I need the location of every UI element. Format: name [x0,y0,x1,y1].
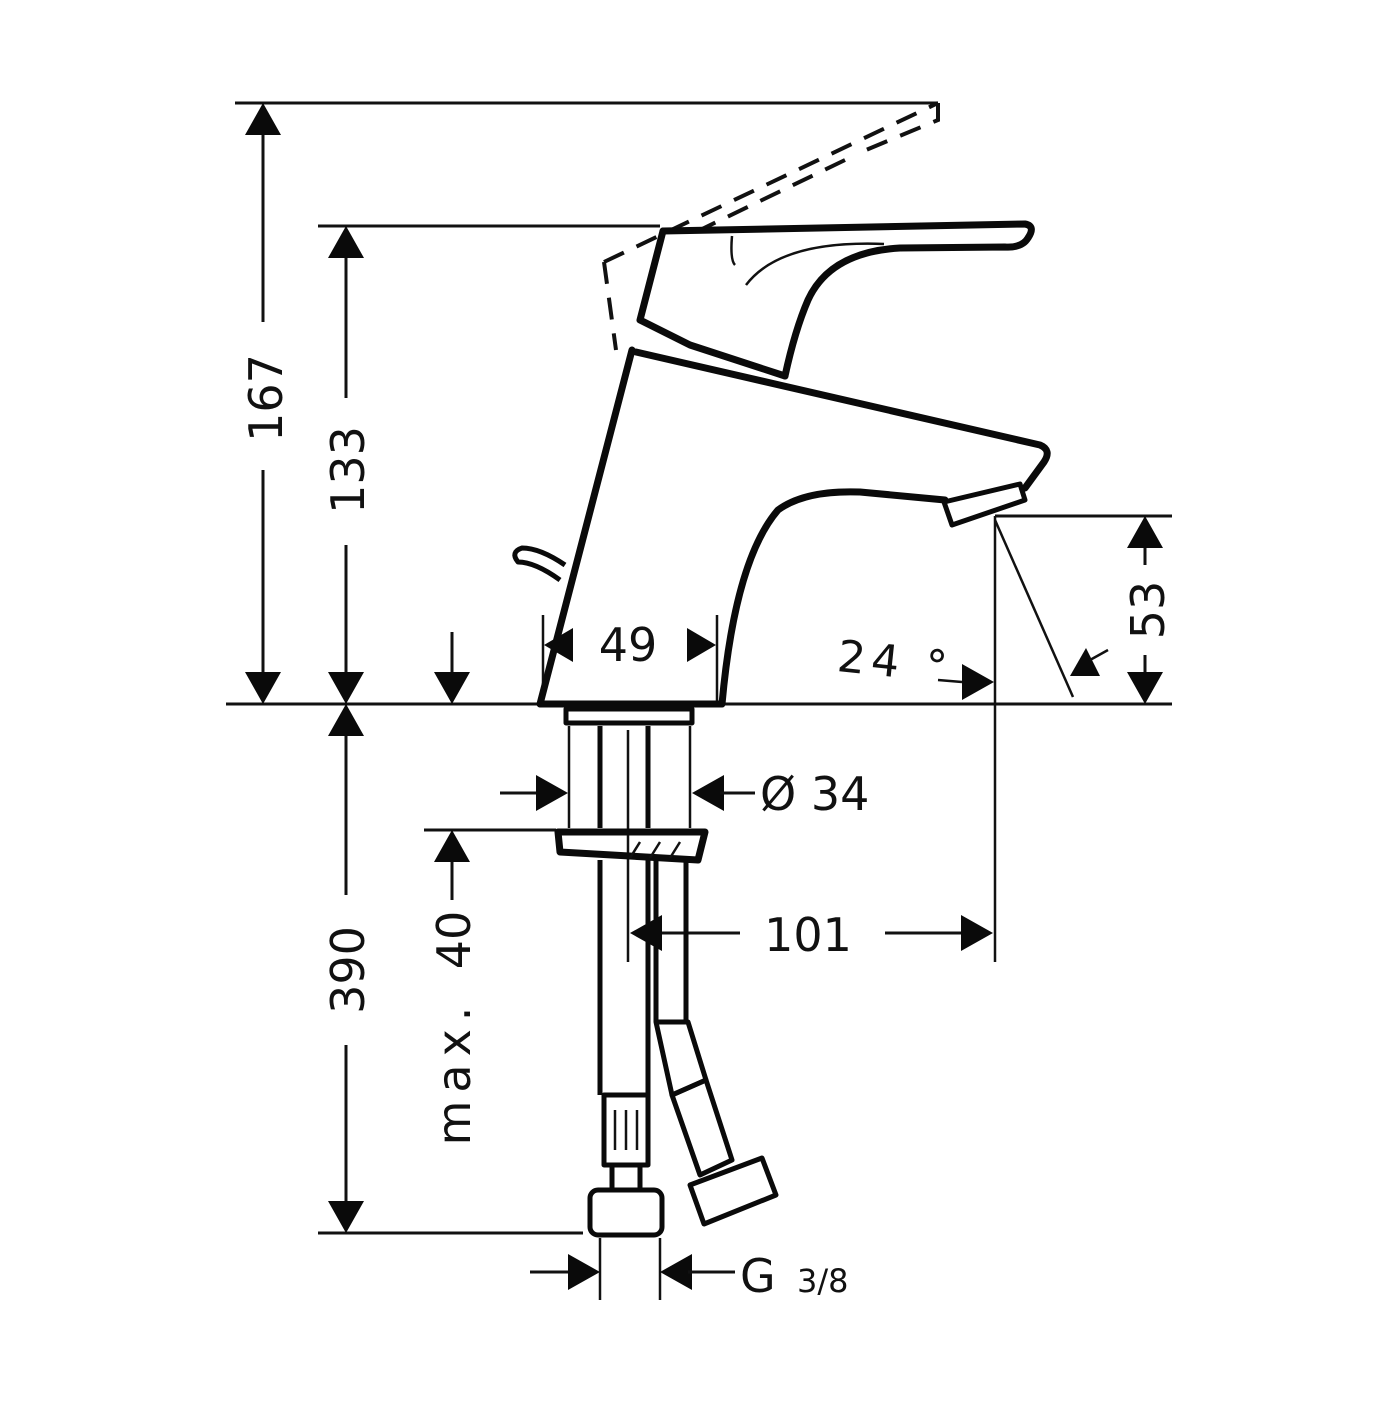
countertop-marker-arrow [434,632,470,704]
dimension-390: 390 [321,704,375,1233]
dimension-24-degree: 24 ° [835,516,1109,962]
lever-open-position-outline [602,101,940,351]
dimension-label-24-degree: 24 ° [835,631,956,694]
dimension-label-53: 53 [1121,581,1175,640]
dimension-label-390: 390 [321,926,375,1014]
dimension-g-3-8: G 3/8 [530,1238,849,1303]
dimension-label-max: max. [427,999,481,1146]
dimension-label-133: 133 [321,426,375,514]
dimension-diameter-34: Ø 34 [500,767,869,821]
dimension-label-101: 101 [764,908,852,962]
dimension-label-fraction: 3/8 [797,1262,849,1300]
faucet-body [512,220,1051,726]
dimension-label-g: G [740,1249,776,1303]
dimension-label-49: 49 [599,618,658,672]
dimension-133: 133 [321,226,375,704]
dimension-167: 167 [239,103,293,704]
dimension-max-40: 40 max. [427,830,481,1145]
dimension-label-diameter-34: Ø 34 [760,767,869,821]
shank-and-hoses [554,726,779,1238]
dimension-label-167: 167 [239,354,293,442]
dimension-53: 53 [1121,516,1175,704]
dimension-label-40: 40 [427,911,481,970]
reference-lines [226,101,1172,1235]
dimension-101: 101 [626,730,993,962]
dimension-49: 49 [541,615,719,704]
